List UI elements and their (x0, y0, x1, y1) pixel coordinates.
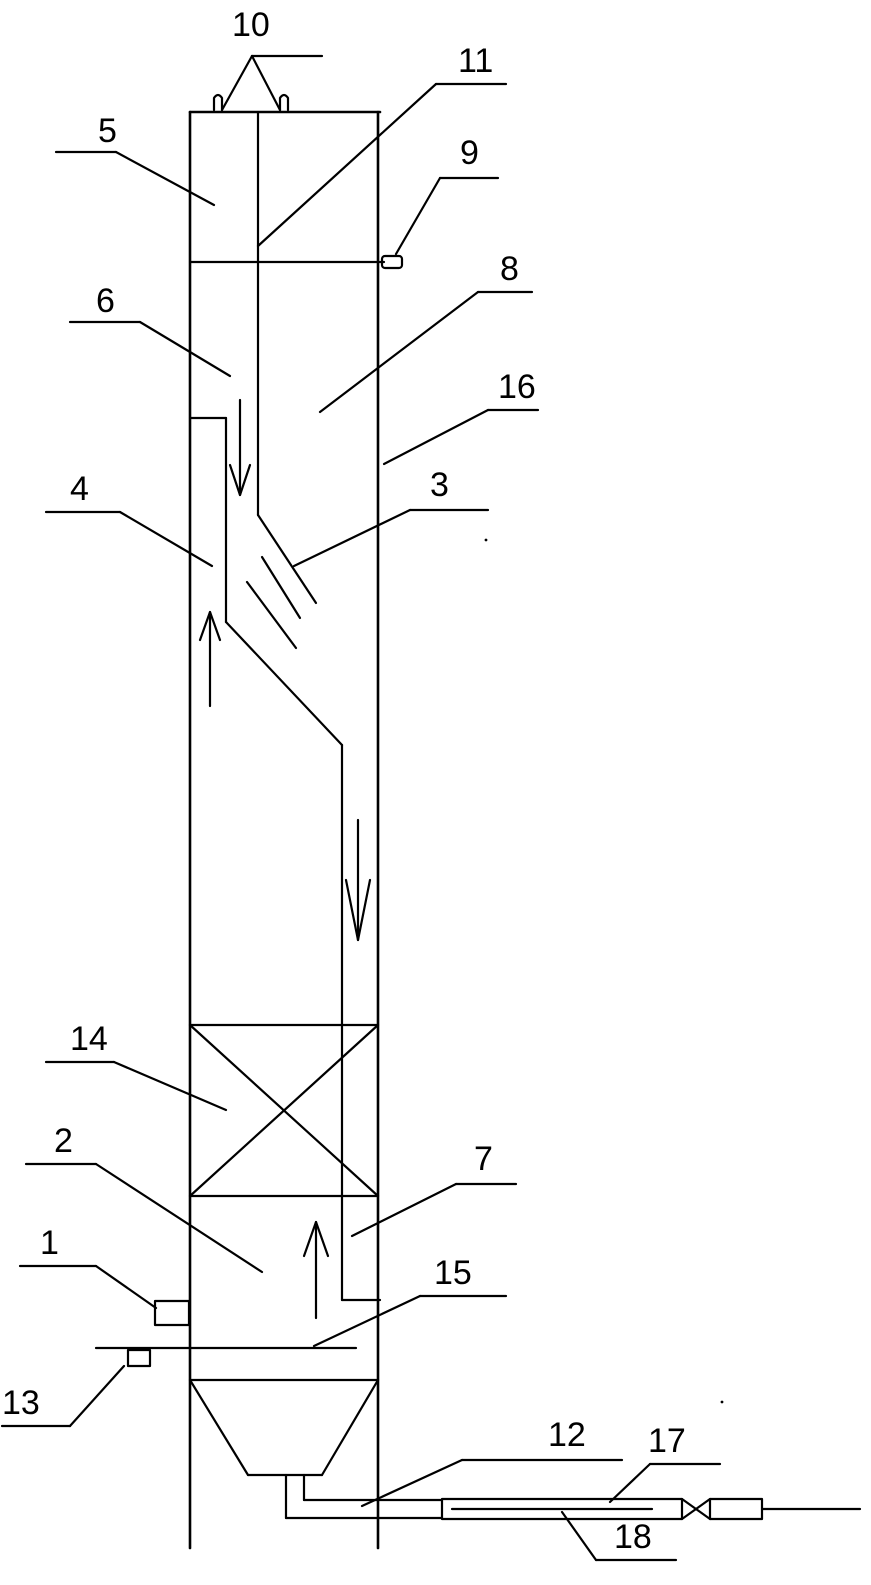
outlet-pipe (284, 1473, 444, 1520)
label-7: 7 (474, 1140, 493, 1178)
label-17: 17 (648, 1422, 686, 1460)
bottom-cone (188, 1378, 380, 1477)
label-11: 11 (458, 42, 493, 80)
label-14: 14 (70, 1020, 108, 1058)
label-15: 15 (434, 1254, 472, 1292)
inner-channel (188, 416, 382, 1302)
arrow-down-downcomer (344, 818, 372, 942)
label-6: 6 (96, 282, 115, 320)
side-port-9 (380, 254, 404, 270)
tower-shell (188, 110, 382, 1550)
label-1: 1 (40, 1224, 59, 1262)
top-vents (212, 54, 324, 112)
label-18: 18 (614, 1518, 652, 1556)
label-3: 3 (430, 466, 449, 504)
port-13 (126, 1348, 152, 1368)
packing-section (188, 1023, 380, 1198)
arrow-down-upper (228, 398, 252, 497)
label-8: 8 (500, 250, 519, 288)
stray-dot (484, 538, 488, 542)
stray-dot (720, 1400, 724, 1404)
label-2: 2 (54, 1122, 73, 1160)
heater-section (440, 1497, 862, 1521)
label-12: 12 (548, 1416, 586, 1454)
label-16: 16 (498, 368, 536, 406)
arrow-up-riser (198, 610, 222, 708)
label-10: 10 (232, 6, 270, 44)
callout-labels: 10 11 5 9 8 6 16 4 3 14 2 7 1 15 13 12 1… (2, 6, 686, 1556)
arrow-up-bottom (302, 1220, 330, 1320)
flow-arrows (198, 398, 372, 1320)
central-tube (256, 110, 318, 605)
leader-lines (0, 82, 722, 1562)
label-13: 13 (2, 1384, 40, 1422)
label-4: 4 (70, 470, 89, 508)
label-5: 5 (98, 112, 117, 150)
label-9: 9 (460, 134, 479, 172)
inclined-plates (245, 555, 302, 650)
inlet-1 (153, 1299, 191, 1327)
